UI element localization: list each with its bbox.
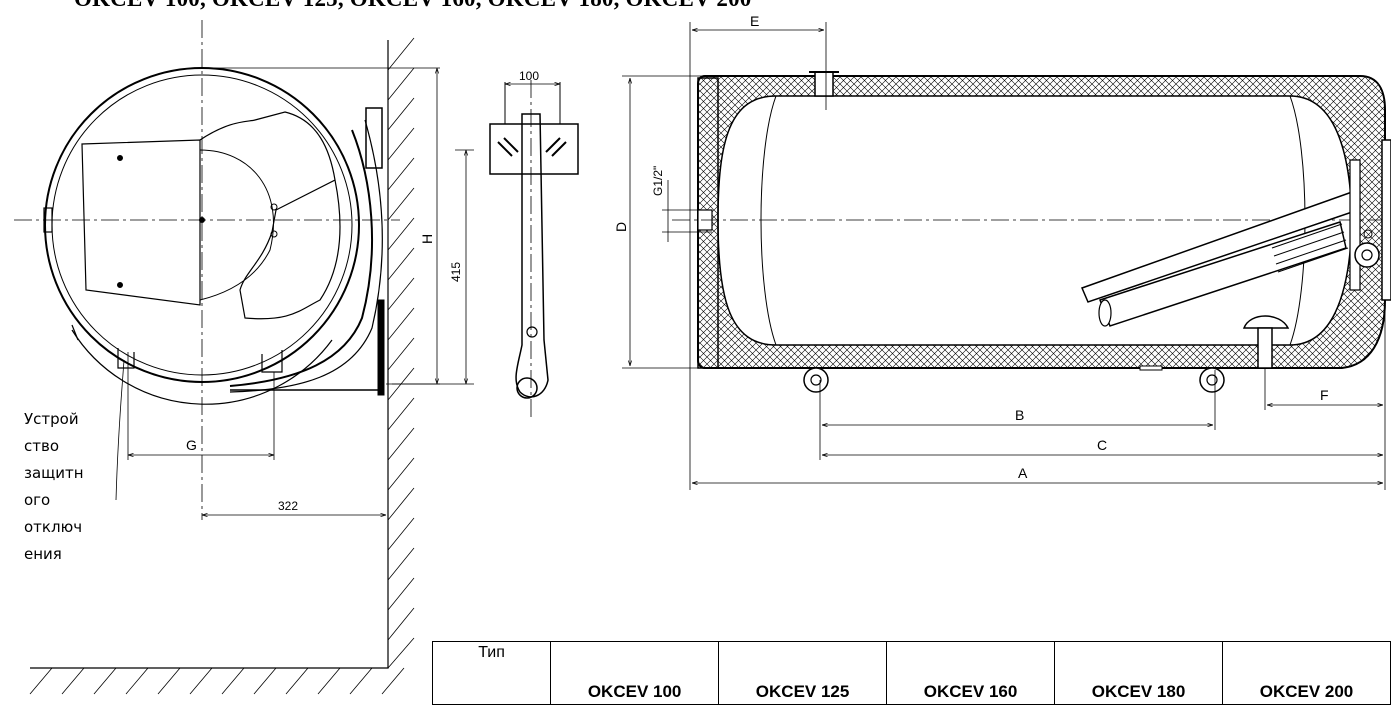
side-view-dimensions bbox=[115, 67, 474, 515]
tank-front-view bbox=[672, 71, 1391, 393]
model-header-cell: OKCEV 125 bbox=[718, 641, 888, 705]
dim-label-322: 322 bbox=[278, 499, 298, 513]
front-view-dimensions bbox=[622, 22, 1386, 490]
dim-label-F: F bbox=[1320, 387, 1329, 403]
page-title: OKCEV 100, OKCEV 125, OKCEV 160, OKCEV 1… bbox=[74, 0, 751, 12]
protection-device-note: Устрой ство защитн ого отключ ения bbox=[24, 406, 124, 568]
model-header-cell: OKCEV 160 bbox=[886, 641, 1056, 705]
note-line: ого bbox=[24, 491, 51, 509]
tank-side-view bbox=[14, 20, 400, 520]
type-header-cell: Тип bbox=[431, 641, 552, 705]
dim-label-C: C bbox=[1097, 437, 1107, 453]
table-header-row: Тип OKCEV 100 OKCEV 125 OKCEV 160 OKCEV … bbox=[431, 641, 1391, 705]
note-line: отключ bbox=[24, 518, 83, 536]
note-line: ения bbox=[24, 545, 62, 563]
note-line: Устрой bbox=[24, 410, 79, 428]
bracket-view bbox=[489, 80, 579, 420]
dim-label-H: H bbox=[419, 234, 435, 244]
dim-label-415: 415 bbox=[449, 262, 463, 282]
dim-label-100: 100 bbox=[519, 69, 539, 83]
dim-label-G: G bbox=[186, 437, 197, 453]
model-header-cell: OKCEV 200 bbox=[1222, 641, 1391, 705]
dim-label-E: E bbox=[750, 13, 759, 29]
spec-table: Тип OKCEV 100 OKCEV 125 OKCEV 160 OKCEV … bbox=[431, 641, 1391, 705]
model-header-cell: OKCEV 180 bbox=[1054, 641, 1223, 705]
dim-label-thread: G1/2" bbox=[651, 166, 665, 196]
model-header-cell: OKCEV 100 bbox=[550, 641, 720, 705]
dim-label-A: A bbox=[1018, 465, 1028, 481]
note-line: ство bbox=[24, 437, 60, 455]
note-line: защитн bbox=[24, 464, 84, 482]
wall-section bbox=[29, 37, 415, 695]
dim-label-B: B bbox=[1015, 407, 1024, 423]
dim-label-D: D bbox=[613, 222, 629, 232]
